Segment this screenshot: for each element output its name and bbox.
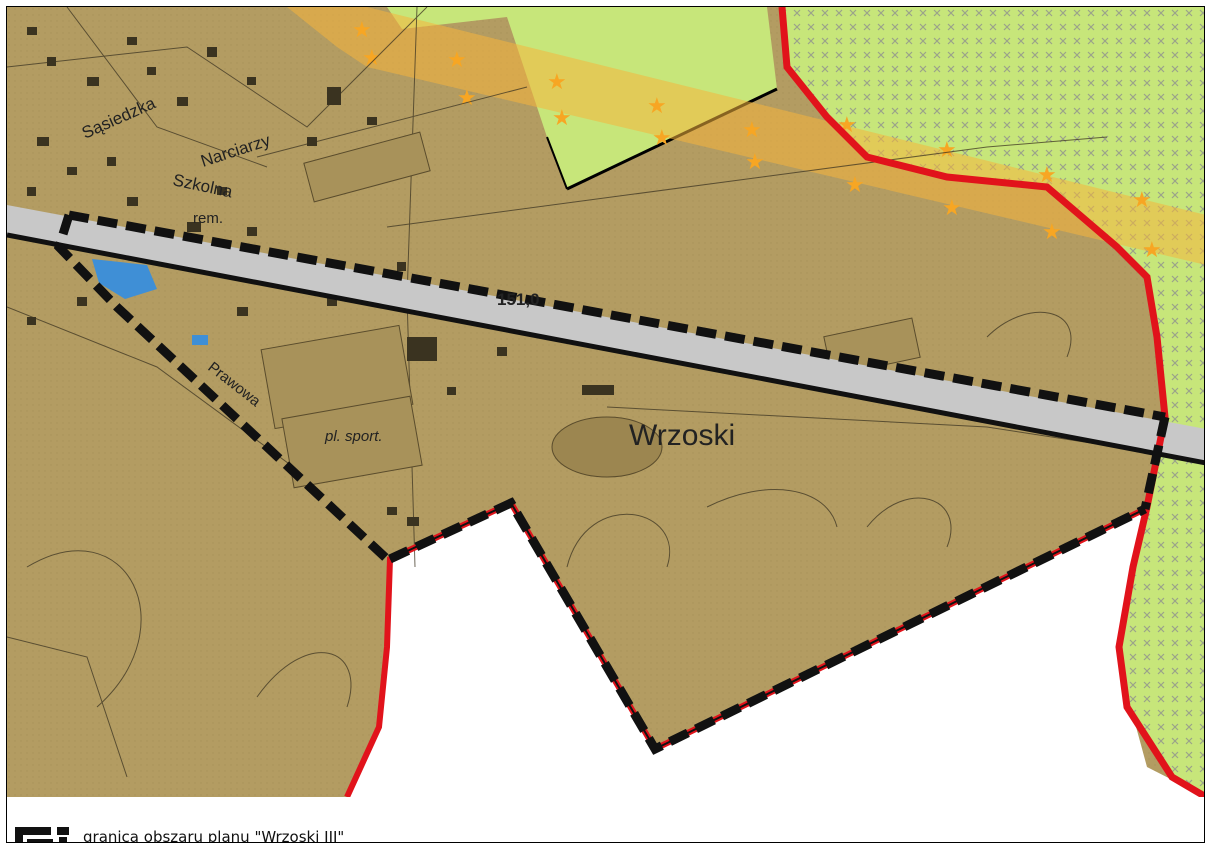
buildings [27,27,614,526]
svg-text:★: ★ [1142,238,1162,263]
corridor-stars: ★ ★ ★ ★ ★ ★ ★ ★ ★ ★ ★ ★ ★ ★ ★ ★ ★ ★ [352,18,1162,263]
administrative-boundary-right [778,7,1204,797]
svg-text:★: ★ [547,70,567,95]
excluded-area [347,503,1204,797]
svg-text:★: ★ [457,86,477,111]
svg-text:★: ★ [1037,163,1057,188]
plan-boundary-legend-icon [15,827,69,842]
power-line-corridor [287,7,1204,265]
label-rem: rem. [193,210,223,227]
building-blocks [260,131,921,489]
svg-text:★: ★ [447,48,467,73]
map-canvas[interactable]: ★ ★ ★ ★ ★ ★ ★ ★ ★ ★ ★ ★ ★ ★ ★ ★ ★ ★ [7,7,1205,797]
svg-text:★: ★ [362,46,382,71]
label-sport-field: pl. sport. [324,428,383,445]
main-road [7,205,1204,465]
pond [92,259,157,299]
svg-text:★: ★ [1132,188,1152,213]
place-name-label: Wrzoski [629,419,735,452]
svg-text:★: ★ [937,138,957,163]
plan-boundary [53,210,1170,755]
svg-text:★: ★ [352,18,372,43]
label-elevation: 151,0 [497,290,540,309]
svg-text:★: ★ [1042,220,1062,245]
map-frame: ★ ★ ★ ★ ★ ★ ★ ★ ★ ★ ★ ★ ★ ★ ★ ★ ★ ★ [6,6,1205,843]
svg-text:★: ★ [647,94,667,119]
small-pond [192,335,208,345]
svg-text:★: ★ [742,118,762,143]
svg-text:★: ★ [552,106,572,131]
svg-text:★: ★ [942,196,962,221]
legend-label: granica obszaru planu "Wrzoski III" [83,828,345,843]
legend: granica obszaru planu "Wrzoski III" [13,825,345,843]
svg-text:★: ★ [845,173,865,198]
svg-text:★: ★ [745,150,765,175]
road-edge-line [7,232,1204,466]
svg-text:★: ★ [652,126,672,151]
